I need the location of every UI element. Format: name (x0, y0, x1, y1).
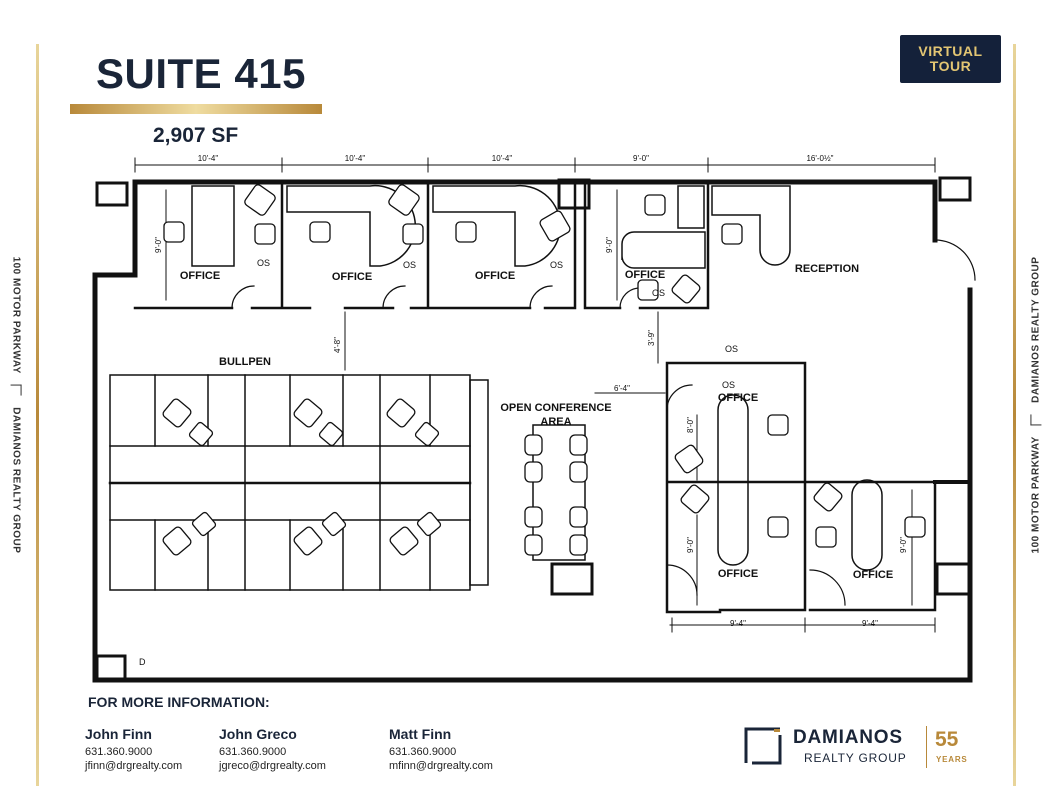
contact-name: Matt Finn (389, 726, 452, 742)
logo-separator (926, 726, 927, 768)
conference-table (532, 424, 586, 561)
left-gold-rule (36, 44, 39, 786)
dimension-lines (134, 157, 936, 633)
os-mark: OS (403, 260, 416, 270)
contact-phone[interactable]: 631.360.9000 (219, 746, 287, 758)
right-gold-rule (1013, 44, 1016, 786)
company-logo: DAMIANOS REALTY GROUP 55 YEARS (742, 724, 974, 770)
dim-office-right-3: 9'-0" (899, 537, 908, 553)
square-footage: 2,907 SF (153, 124, 239, 147)
dim-top-2: 10'-4" (345, 154, 366, 163)
room-label-office-4: OFFICE (625, 269, 665, 281)
info-heading: FOR MORE INFORMATION: (88, 694, 270, 710)
contact-phone[interactable]: 631.360.9000 (389, 746, 457, 758)
os-mark: OS (725, 344, 738, 354)
virtual-tour-button[interactable]: VIRTUAL TOUR (900, 35, 1001, 83)
dim-conference: 6'-4" (614, 384, 630, 393)
contact-email[interactable]: jfinn@drgrealty.com (85, 760, 183, 772)
room-label-office-3: OFFICE (475, 270, 515, 282)
os-mark: OS (652, 288, 665, 298)
os-mark: OS (550, 260, 563, 270)
chairs (162, 184, 926, 556)
building-columns (95, 176, 972, 682)
room-label-reception: RECEPTION (795, 263, 859, 275)
room-label-office-2: OFFICE (332, 271, 372, 283)
dim-office-right-1: 8'-0" (686, 417, 695, 433)
contact-name: John Greco (219, 726, 297, 742)
right-offices-walls (665, 361, 937, 614)
dim-top-5: 16'-0½" (806, 154, 833, 163)
virtual-tour-line1: VIRTUAL (918, 43, 983, 59)
os-mark: OS (257, 258, 270, 268)
dim-bottom-2: 9'-4" (862, 619, 878, 628)
dim-corridor: 4'-8" (333, 337, 342, 353)
room-label-office-7: OFFICE (853, 569, 893, 581)
room-label-office-5: OFFICE (718, 392, 758, 404)
virtual-tour-line2: TOUR (929, 58, 972, 74)
outer-wall (92, 179, 973, 683)
contact-phone[interactable]: 631.360.9000 (85, 746, 153, 758)
contact-email[interactable]: jgreco@drgrealty.com (219, 760, 326, 772)
contact-email[interactable]: mfinn@drgrealty.com (389, 760, 493, 772)
title-gold-bar (70, 104, 322, 114)
dim-top-4: 9'-0" (633, 154, 649, 163)
dim-top-3: 10'-4" (492, 154, 513, 163)
room-label-bullpen: BULLPEN (219, 356, 271, 368)
logo-years-label: YEARS (936, 755, 968, 764)
room-label-office-1: OFFICE (180, 270, 220, 282)
room-label-conference-1: OPEN CONFERENCE (500, 402, 611, 414)
dim-corridor-2: 3'-9" (647, 330, 656, 346)
dim-office-right-2: 9'-0" (686, 537, 695, 553)
os-mark: OS (722, 380, 735, 390)
room-label-conference-2: AREA (540, 416, 571, 428)
logo-subtitle: REALTY GROUP (804, 751, 907, 765)
contact-card: John Finn 631.360.9000 jfinn@drgrealty.c… (85, 726, 182, 773)
dim-top-1: 10'-4" (198, 154, 219, 163)
contact-name: John Finn (85, 726, 152, 742)
reception-desk (711, 185, 791, 266)
dim-bottom-1: 9'-4" (730, 619, 746, 628)
office-row-walls (133, 180, 710, 310)
dim-vertical-2: 9'-0" (605, 237, 614, 253)
logo-name: DAMIANOS (793, 727, 903, 748)
dim-vertical-1: 9'-0" (154, 237, 163, 253)
bullpen-workstations (108, 374, 489, 591)
room-label-office-6: OFFICE (718, 568, 758, 580)
contact-card: Matt Finn 631.360.9000 mfinn@drgrealty.c… (389, 726, 493, 773)
d-mark: D (139, 657, 146, 667)
logo-years-number: 55 (935, 728, 959, 751)
page-title: SUITE 415 (96, 50, 306, 97)
contact-card: John Greco 631.360.9000 jgreco@drgrealty… (219, 726, 326, 773)
logo-mark-icon (744, 727, 782, 765)
